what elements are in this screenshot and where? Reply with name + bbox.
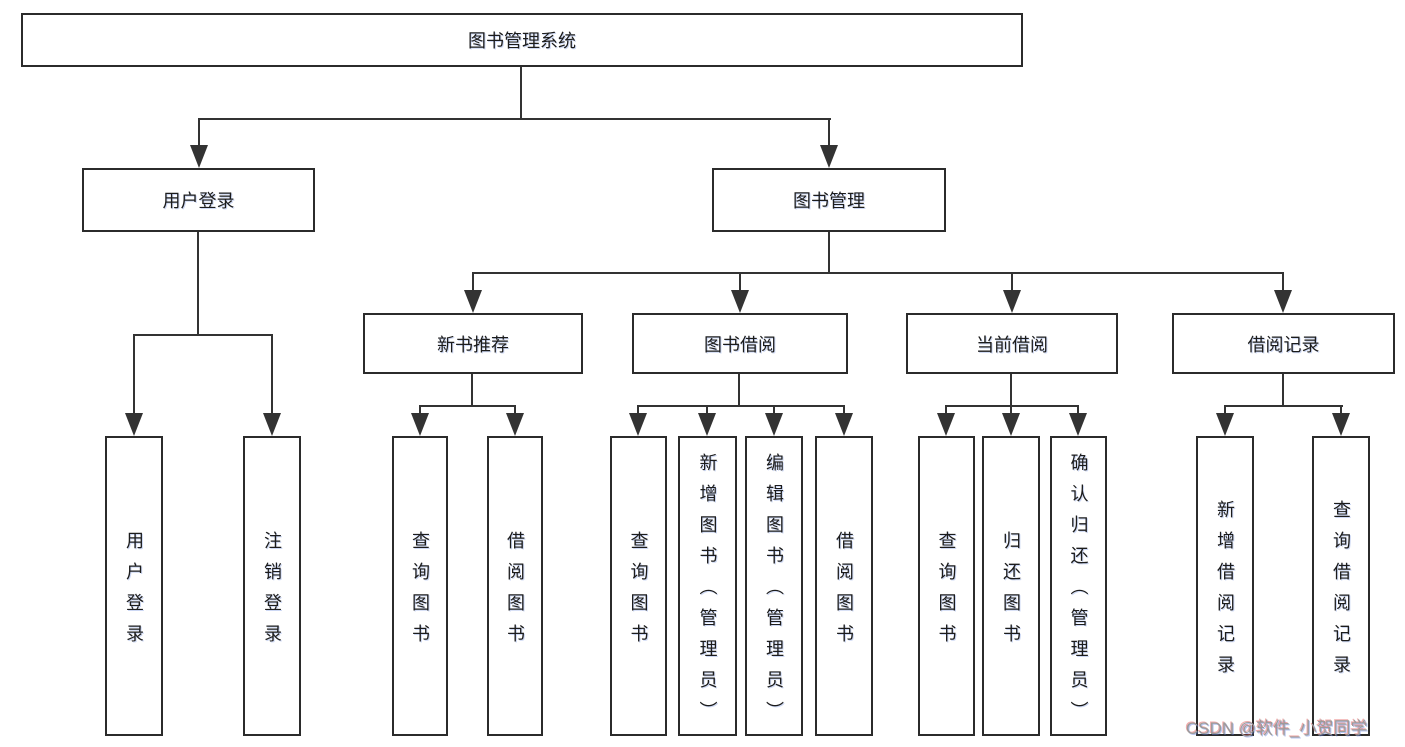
arrow-down-icon (190, 145, 208, 168)
connector-root-vline (520, 67, 522, 118)
connector-bookmgmt-stub-4 (1282, 272, 1284, 291)
connector-bookmgmt-stub-3 (1011, 272, 1013, 291)
arrow-down-icon (937, 413, 955, 436)
arrow-down-icon (835, 413, 853, 436)
leaf-current-query-books: 查询图书 (918, 436, 975, 736)
connector-current-stub-2 (1010, 405, 1012, 414)
arrow-down-icon (125, 413, 143, 436)
node-borrowing-records: 借阅记录 (1172, 313, 1395, 374)
node-user-login: 用户登录 (82, 168, 315, 232)
node-current-borrowing: 当前借阅 (906, 313, 1118, 374)
node-book-borrowing: 图书借阅 (632, 313, 848, 374)
leaf-borrow-borrow-books: 借阅图书 (815, 436, 873, 736)
arrow-down-icon (820, 145, 838, 168)
watermark: CSDN @软件_小贺同学 (1186, 719, 1368, 738)
leaf-borrow-edit-books-admin: 编辑图书（管理员） (745, 436, 803, 736)
connector-records-stub-2 (1340, 405, 1342, 414)
leaf-current-query-books-label: 查询图书 (936, 530, 957, 655)
connector-borrow-hline (637, 405, 845, 407)
node-book-management-label: 图书管理 (793, 191, 865, 211)
connector-bookmgmt-vline (828, 232, 830, 272)
arrow-down-icon (263, 413, 281, 436)
connector-current-hline (945, 405, 1079, 407)
connector-root-stub-right (828, 118, 830, 146)
leaf-borrow-edit-books-admin-label: 编辑图书（管理员） (764, 453, 784, 732)
arrow-down-icon (731, 290, 749, 313)
leaf-borrow-borrow-books-label: 借阅图书 (834, 530, 854, 655)
leaf-current-confirm-return-admin: 确认归还（管理员） (1050, 436, 1107, 736)
arrow-down-icon (506, 413, 524, 436)
leaf-newbook-borrow-books-label: 借阅图书 (505, 530, 525, 655)
connector-bookmgmt-stub-2 (739, 272, 741, 291)
node-user-login-label: 用户登录 (162, 191, 235, 211)
connector-root-stub-left (198, 118, 200, 146)
connector-userlogin-stub-2 (271, 334, 273, 414)
connector-newbook-hline (419, 405, 516, 407)
connector-newbook-vline (471, 374, 473, 405)
connector-borrow-stub-3 (773, 405, 775, 414)
node-new-book-recommend: 新书推荐 (363, 313, 583, 374)
arrow-down-icon (629, 413, 647, 436)
leaf-borrow-query-books: 查询图书 (610, 436, 667, 736)
node-book-borrowing-label: 图书借阅 (704, 334, 776, 355)
connector-bookmgmt-stub-1 (472, 272, 474, 291)
arrow-down-icon (1274, 290, 1292, 313)
connector-newbook-stub-2 (514, 405, 516, 414)
leaf-records-add-record: 新增借阅记录 (1196, 436, 1254, 736)
connector-userlogin-vline (197, 232, 199, 334)
arrow-down-icon (698, 413, 716, 436)
connector-records-hline (1224, 405, 1343, 407)
connector-current-stub-3 (1077, 405, 1079, 414)
connector-borrow-stub-4 (843, 405, 845, 414)
node-library-system-label: 图书管理系统 (468, 31, 576, 51)
connector-userlogin-hline (133, 334, 273, 336)
connector-borrow-stub-1 (637, 405, 639, 414)
leaf-borrow-add-books-admin-label: 新增图书（管理员） (697, 453, 718, 732)
connector-records-vline (1282, 374, 1284, 406)
leaf-logout: 注销登录 (243, 436, 301, 736)
connector-borrow-stub-2 (706, 405, 708, 414)
leaf-current-confirm-return-admin-label: 确认归还（管理员） (1068, 453, 1089, 732)
leaf-borrow-query-books-label: 查询图书 (628, 530, 649, 655)
node-library-system: 图书管理系统 (21, 13, 1023, 67)
leaf-newbook-query-books-label: 查询图书 (410, 530, 430, 655)
arrow-down-icon (1069, 413, 1087, 436)
leaf-newbook-borrow-books: 借阅图书 (487, 436, 543, 736)
leaf-user-login-label: 用户登录 (124, 530, 144, 655)
leaf-logout-label: 注销登录 (262, 530, 282, 655)
leaf-borrow-add-books-admin: 新增图书（管理员） (678, 436, 737, 736)
leaf-records-add-record-label: 新增借阅记录 (1215, 499, 1235, 686)
connector-userlogin-stub-1 (133, 334, 135, 414)
arrow-down-icon (1216, 413, 1234, 436)
node-new-book-recommend-label: 新书推荐 (437, 334, 509, 355)
node-current-borrowing-label: 当前借阅 (976, 334, 1048, 355)
arrow-down-icon (1003, 290, 1021, 313)
connector-borrow-vline (738, 374, 740, 405)
arrow-down-icon (1002, 413, 1020, 436)
connector-newbook-stub-1 (419, 405, 421, 414)
connector-root-hline (198, 118, 831, 120)
arrow-down-icon (464, 290, 482, 313)
leaf-current-return-books: 归还图书 (982, 436, 1040, 736)
leaf-user-login: 用户登录 (105, 436, 163, 736)
leaf-records-query-record: 查询借阅记录 (1312, 436, 1370, 736)
connector-records-stub-1 (1224, 405, 1226, 414)
leaf-current-return-books-label: 归还图书 (1001, 530, 1021, 655)
node-borrowing-records-label: 借阅记录 (1247, 334, 1320, 355)
arrow-down-icon (765, 413, 783, 436)
connector-current-stub-1 (945, 405, 947, 414)
connector-bookmgmt-hline (472, 272, 1284, 274)
leaf-records-query-record-label: 查询借阅记录 (1331, 499, 1351, 686)
leaf-newbook-query-books: 查询图书 (392, 436, 448, 736)
arrow-down-icon (1332, 413, 1350, 436)
node-book-management: 图书管理 (712, 168, 946, 232)
arrow-down-icon (411, 413, 429, 436)
connector-current-vline (1010, 374, 1012, 405)
